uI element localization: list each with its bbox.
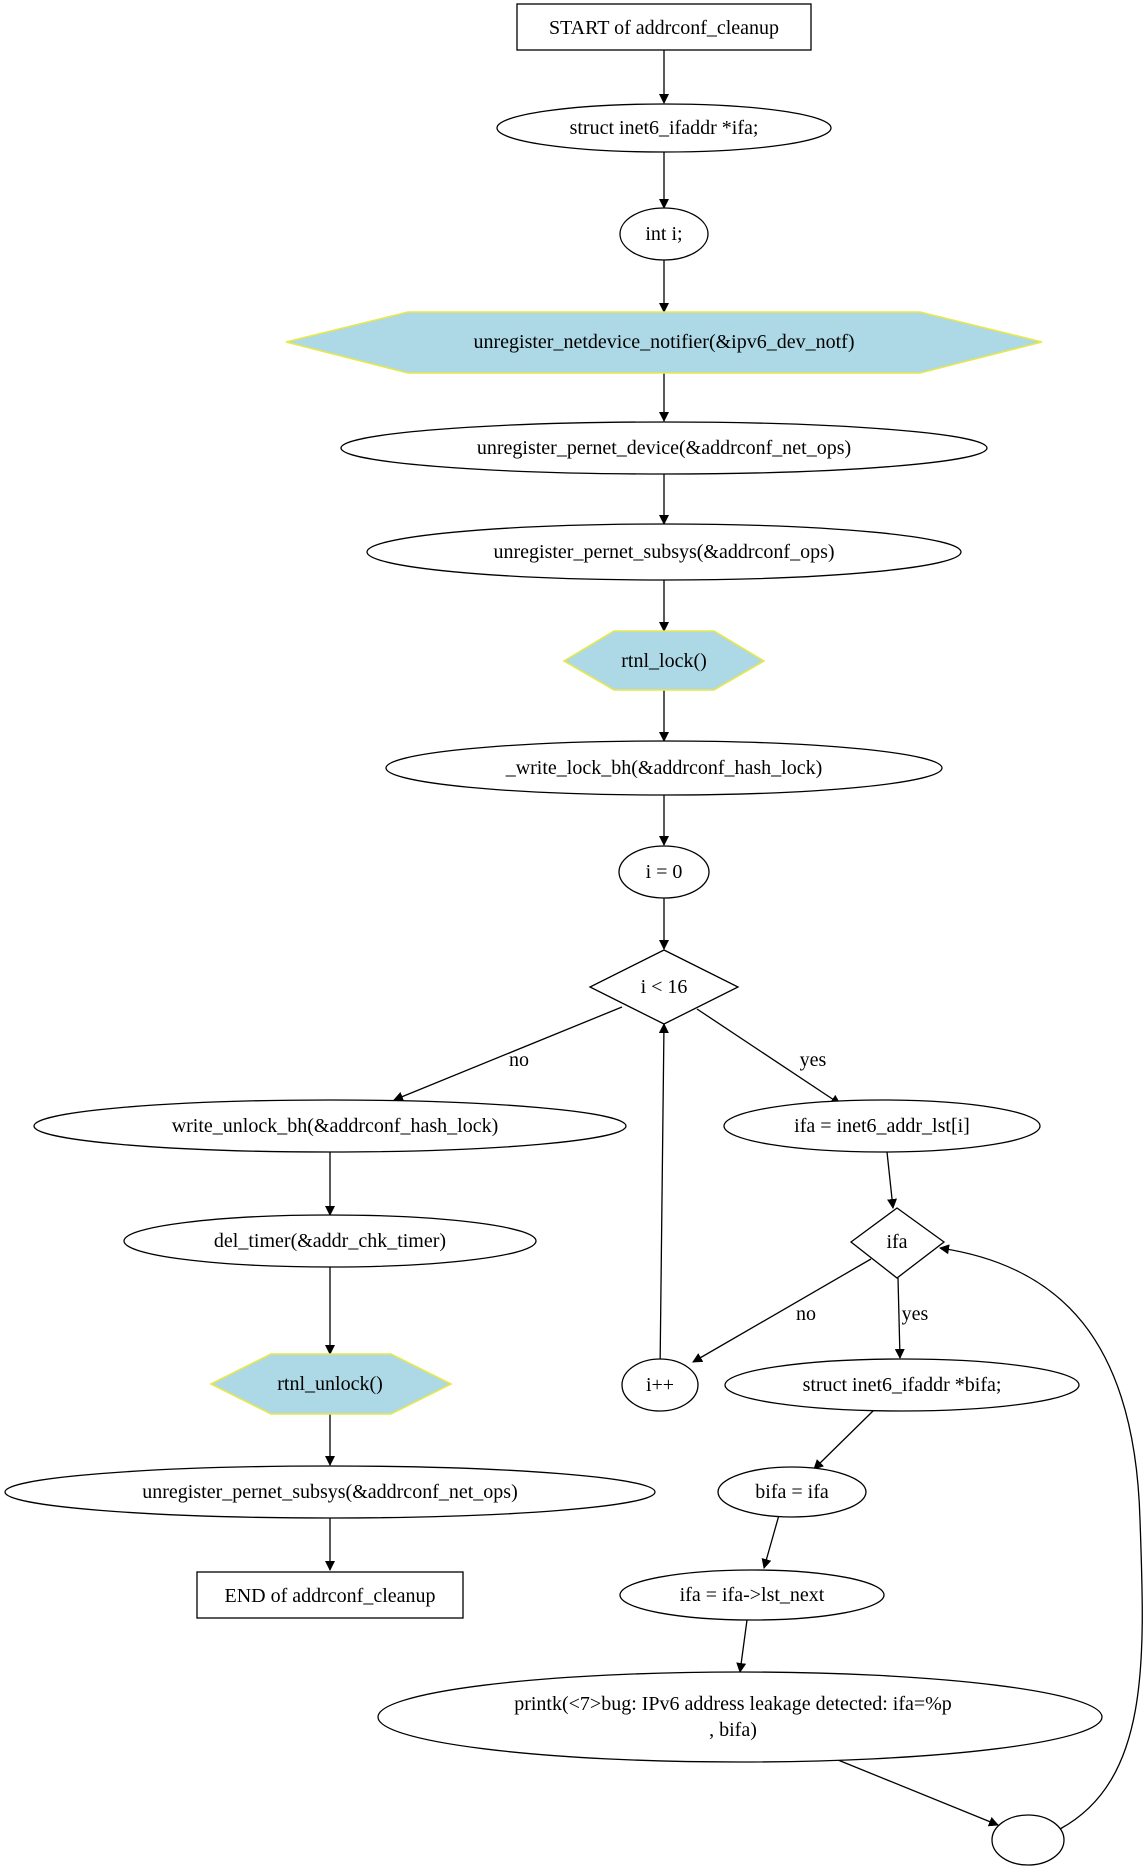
- node-ifa-cond-label: ifa: [886, 1231, 907, 1253]
- node-write-lock-label: _write_lock_bh(&addrconf_hash_lock): [505, 757, 823, 779]
- edge-ifa-assign-to-ifa-cond: [886, 1151, 898, 1209]
- node-ifa-cond: ifa: [849, 1207, 946, 1279]
- node-merge: [991, 1814, 1065, 1866]
- node-start: START of addrconf_cleanup: [516, 3, 812, 51]
- node-ifa-next: ifa = ifa->lst_next: [619, 1569, 885, 1621]
- node-del-timer: del_timer(&addr_chk_timer): [123, 1214, 537, 1268]
- node-printk-label-line2: , bifa): [709, 1719, 757, 1741]
- node-ifa-assign-label: ifa = inet6_addr_lst[i]: [794, 1115, 970, 1137]
- node-unregister-notifier: unregister_netdevice_notifier(&ipv6_dev_…: [285, 311, 1043, 374]
- edge-decl-bifa-to-bifa-assign: [813, 1409, 875, 1470]
- node-loop-cond-label: i < 16: [641, 976, 688, 998]
- node-end: END of addrconf_cleanup: [196, 1571, 464, 1619]
- node-i-inc-label: i++: [646, 1374, 674, 1396]
- node-printk: printk(<7>bug: IPv6 address leakage dete…: [377, 1671, 1103, 1763]
- edge-label-loop-yes: yes: [800, 1049, 827, 1071]
- node-decl-i-label: int i;: [645, 223, 682, 245]
- node-decl-ifa-label: struct inet6_ifaddr *ifa;: [570, 117, 759, 139]
- edge-merge-to-ifa-cond: [939, 1244, 1143, 1830]
- edges: [325, 50, 1143, 1830]
- node-unregister-subsys-label: unregister_pernet_subsys(&addrconf_ops): [493, 541, 834, 563]
- node-loop-cond: i < 16: [588, 949, 740, 1025]
- node-i-init: i = 0: [618, 845, 710, 899]
- edge-i-inc-to-loop-cond: [658, 1023, 669, 1374]
- edge-loop-no: [393, 1006, 623, 1102]
- node-unregister-net-ops: unregister_pernet_subsys(&addrconf_net_o…: [4, 1465, 656, 1519]
- node-rtnl-unlock: rtnl_unlock(): [209, 1353, 453, 1415]
- edge-label-ifa-no: no: [796, 1303, 816, 1325]
- edge-loop-yes: [696, 1008, 841, 1105]
- node-printk-label-line1: printk(<7>bug: IPv6 address leakage dete…: [514, 1693, 952, 1715]
- edge-label-loop-no: no: [509, 1049, 529, 1071]
- edge-bifa-assign-to-ifa-next: [761, 1514, 780, 1569]
- node-write-lock: _write_lock_bh(&addrconf_hash_lock): [385, 740, 943, 796]
- node-unregister-net-ops-label: unregister_pernet_subsys(&addrconf_net_o…: [142, 1481, 517, 1503]
- node-decl-i: int i;: [619, 207, 709, 261]
- node-decl-bifa: struct inet6_ifaddr *bifa;: [724, 1358, 1080, 1412]
- edge-ifa-next-to-printk: [736, 1619, 748, 1673]
- edge-ifa-yes: [894, 1277, 905, 1359]
- node-unregister-subsys: unregister_pernet_subsys(&addrconf_ops): [366, 523, 962, 581]
- node-rtnl-lock-label: rtnl_lock(): [621, 650, 707, 672]
- node-decl-ifa: struct inet6_ifaddr *ifa;: [496, 103, 832, 153]
- node-unregister-notifier-label: unregister_netdevice_notifier(&ipv6_dev_…: [474, 331, 855, 353]
- node-write-unlock: write_unlock_bh(&addrconf_hash_lock): [33, 1099, 627, 1153]
- edge-label-ifa-yes: yes: [902, 1303, 929, 1325]
- node-rtnl-unlock-label: rtnl_unlock(): [277, 1373, 383, 1395]
- node-bifa-assign-label: bifa = ifa: [755, 1481, 829, 1503]
- node-bifa-assign: bifa = ifa: [717, 1466, 867, 1518]
- node-i-init-label: i = 0: [646, 861, 683, 883]
- edge-printk-to-merge: [837, 1759, 999, 1827]
- node-ifa-next-label: ifa = ifa->lst_next: [680, 1584, 825, 1606]
- edge-ifa-no: [692, 1258, 872, 1363]
- node-unregister-device-label: unregister_pernet_device(&addrconf_net_o…: [477, 437, 851, 459]
- node-write-unlock-label: write_unlock_bh(&addrconf_hash_lock): [172, 1115, 499, 1137]
- node-decl-bifa-label: struct inet6_ifaddr *bifa;: [803, 1374, 1002, 1396]
- node-ifa-assign: ifa = inet6_addr_lst[i]: [723, 1099, 1041, 1153]
- node-start-label: START of addrconf_cleanup: [549, 17, 779, 39]
- node-i-inc: i++: [621, 1358, 699, 1412]
- node-end-label: END of addrconf_cleanup: [224, 1585, 435, 1607]
- node-unregister-device: unregister_pernet_device(&addrconf_net_o…: [340, 421, 988, 475]
- node-rtnl-lock: rtnl_lock(): [562, 630, 766, 691]
- node-del-timer-label: del_timer(&addr_chk_timer): [214, 1230, 446, 1252]
